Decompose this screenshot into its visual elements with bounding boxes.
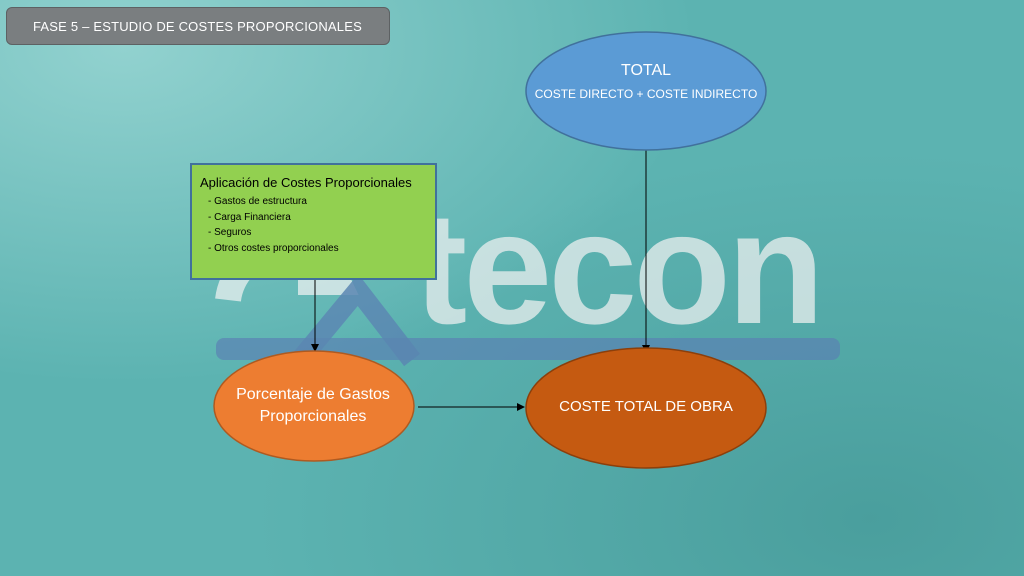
porcentaje-label-line2: Proporcionales bbox=[259, 408, 367, 425]
watermark-visible-text: tecon bbox=[414, 178, 821, 357]
porcentaje-ellipse[interactable] bbox=[213, 350, 415, 462]
porcentaje-label: Porcentaje de Gastos Proporcionales bbox=[214, 384, 412, 428]
total-title: TOTAL bbox=[620, 62, 672, 79]
slide-title-box: FASE 5 – ESTUDIO DE COSTES PROPORCIONALE… bbox=[6, 7, 390, 45]
list-item: Otros costes proporcionales bbox=[208, 241, 435, 257]
aplicacion-title: Aplicación de Costes Proporcionales bbox=[200, 175, 412, 190]
aplicacion-box[interactable]: Aplicación de Costes Proporcionales Gast… bbox=[190, 163, 437, 280]
coste-total-ellipse[interactable] bbox=[525, 347, 767, 469]
aplicacion-list: Gastos de estructura Carga Financiera Se… bbox=[200, 194, 435, 256]
coste-total-label: COSTE TOTAL DE OBRA bbox=[559, 398, 733, 415]
list-item: Carga Financiera bbox=[208, 210, 435, 226]
slide-title: FASE 5 – ESTUDIO DE COSTES PROPORCIONALE… bbox=[33, 19, 362, 34]
porcentaje-label-line1: Porcentaje de Gastos bbox=[236, 386, 390, 403]
list-item: Gastos de estructura bbox=[208, 194, 435, 210]
total-subtitle: COSTE DIRECTO + COSTE INDIRECTO bbox=[534, 87, 758, 101]
total-ellipse[interactable] bbox=[525, 31, 767, 151]
list-item: Seguros bbox=[208, 225, 435, 241]
